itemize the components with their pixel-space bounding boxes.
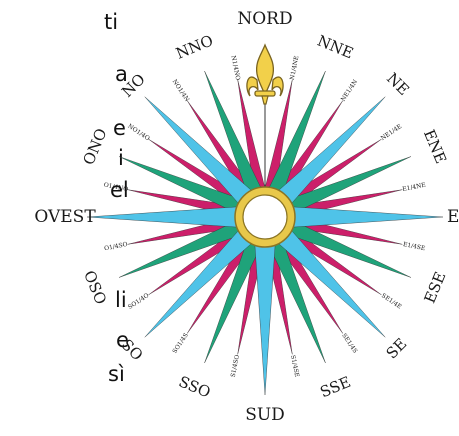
- wind-label-e: ES: [447, 207, 459, 227]
- minor-wind-label: O1/4SO: [104, 241, 129, 252]
- wind-label-se: SE: [383, 335, 411, 363]
- wind-label-sse: SSE: [318, 373, 354, 402]
- minor-wind-label: SO1/4S: [171, 332, 189, 355]
- minor-wind-label: E1/4NE: [402, 182, 427, 193]
- minor-wind-label: N1/4NE: [289, 55, 301, 80]
- wind-label-nne: NNE: [315, 32, 356, 63]
- fleur-de-lis-icon: [247, 45, 283, 104]
- minor-wind-label: SO1/4O: [127, 292, 151, 311]
- minor-wind-label: SE1/4E: [380, 292, 403, 310]
- minor-wind-label: S1/4SE: [289, 354, 300, 377]
- wind-label-oso: OSO: [80, 268, 110, 307]
- minor-wind-label: N1/4NO: [229, 55, 241, 81]
- center-ring: [243, 195, 287, 239]
- wind-label-o: OVEST: [34, 207, 96, 227]
- minor-wind-label: SE1/4S: [340, 332, 358, 354]
- minor-wind-label: NO1/4O: [126, 123, 151, 143]
- wind-label-no: NO: [118, 70, 149, 101]
- wind-label-sso: SSO: [176, 372, 213, 401]
- wind-label-ese: ESE: [421, 269, 450, 306]
- minor-wind-label: S1/4SO: [230, 354, 241, 378]
- wind-label-s: SUD: [245, 405, 285, 425]
- wind-label-so: SO: [118, 336, 147, 365]
- minor-wind-label: NO1/4N: [171, 78, 191, 103]
- minor-wind-label: O1/4NO: [103, 181, 129, 193]
- wind-label-ono: ONO: [79, 126, 110, 168]
- wind-label-nno: NNO: [173, 31, 216, 62]
- wind-label-ne: NE: [383, 69, 413, 99]
- minor-wind-label: NE1/4E: [380, 123, 404, 142]
- minor-wind-label: E1/4SE: [402, 241, 425, 252]
- wind-label-n: NORD: [237, 9, 292, 29]
- minor-wind-label: NE1/4N: [340, 78, 359, 102]
- compass-center-ring: [235, 187, 295, 247]
- wind-label-ene: ENE: [420, 127, 450, 166]
